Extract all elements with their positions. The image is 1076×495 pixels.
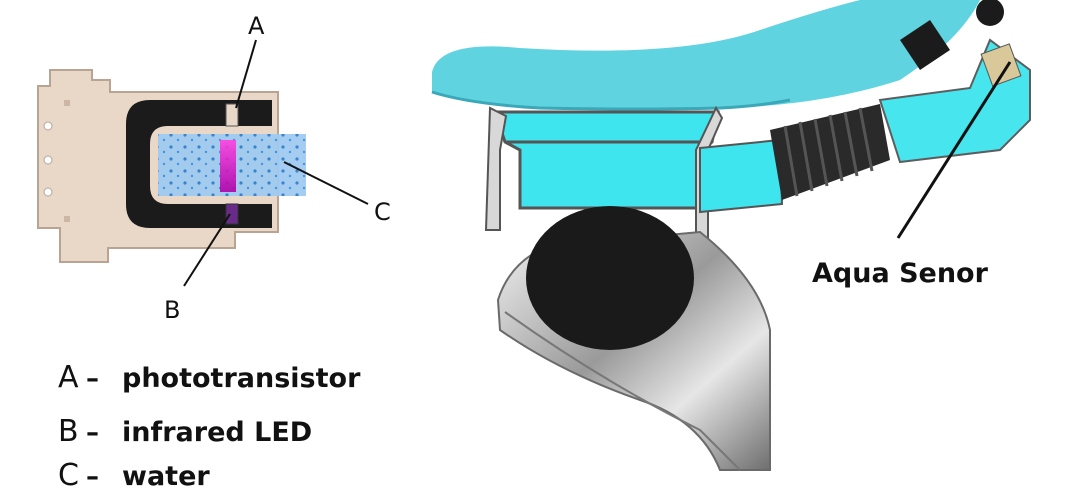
callout-line-b	[183, 213, 231, 287]
legend-text: infrared LED	[122, 417, 313, 448]
legend-text: phototransistor	[122, 363, 361, 394]
legend-text: water	[122, 461, 210, 492]
pipe-clamp	[900, 20, 950, 70]
rim-shadow	[431, 90, 791, 111]
label-a: A	[248, 12, 265, 40]
callout-line-c	[283, 161, 369, 205]
drain-wall-left	[484, 106, 508, 231]
legend-row-a: A–phototransistor	[58, 360, 360, 395]
legend-row-c: C–water	[58, 458, 210, 493]
aqua-sensor-pointer	[896, 61, 1012, 239]
label-b: B	[164, 296, 180, 324]
legend-dash: –	[86, 364, 99, 394]
sensor-branch-pipe	[699, 138, 784, 214]
callout-line-a	[235, 39, 257, 109]
mount-knob	[976, 0, 1004, 26]
legend-dash: –	[86, 462, 99, 492]
board-pad	[64, 100, 70, 106]
trap-pipe-edge	[504, 311, 741, 471]
board-pad	[64, 216, 70, 222]
phototransistor	[225, 103, 239, 127]
sensor-housing	[126, 100, 272, 228]
board-hole	[43, 121, 53, 131]
toilet-cross-section	[431, 0, 1031, 471]
waste-ball	[526, 206, 694, 350]
callout-lines	[183, 39, 369, 287]
infrared-beam	[220, 140, 236, 192]
board-hole	[43, 155, 53, 165]
aqua-sensor-label: Aqua Senor	[812, 258, 988, 289]
drain-outlet-chamber	[492, 110, 720, 210]
sensor-board	[37, 69, 306, 263]
board-hole	[43, 187, 53, 197]
legend-row-b: B–infrared LED	[58, 414, 312, 449]
aqua-sensor-body	[980, 43, 1022, 87]
hose-ridges	[783, 107, 874, 197]
legend-key: B	[58, 414, 79, 449]
infrared-led	[225, 203, 239, 225]
legend-key: A	[58, 360, 79, 395]
legend-dash: –	[86, 418, 99, 448]
label-c: C	[374, 198, 391, 226]
legend-key: C	[58, 458, 79, 493]
toilet-bowl-rim	[432, 0, 980, 109]
